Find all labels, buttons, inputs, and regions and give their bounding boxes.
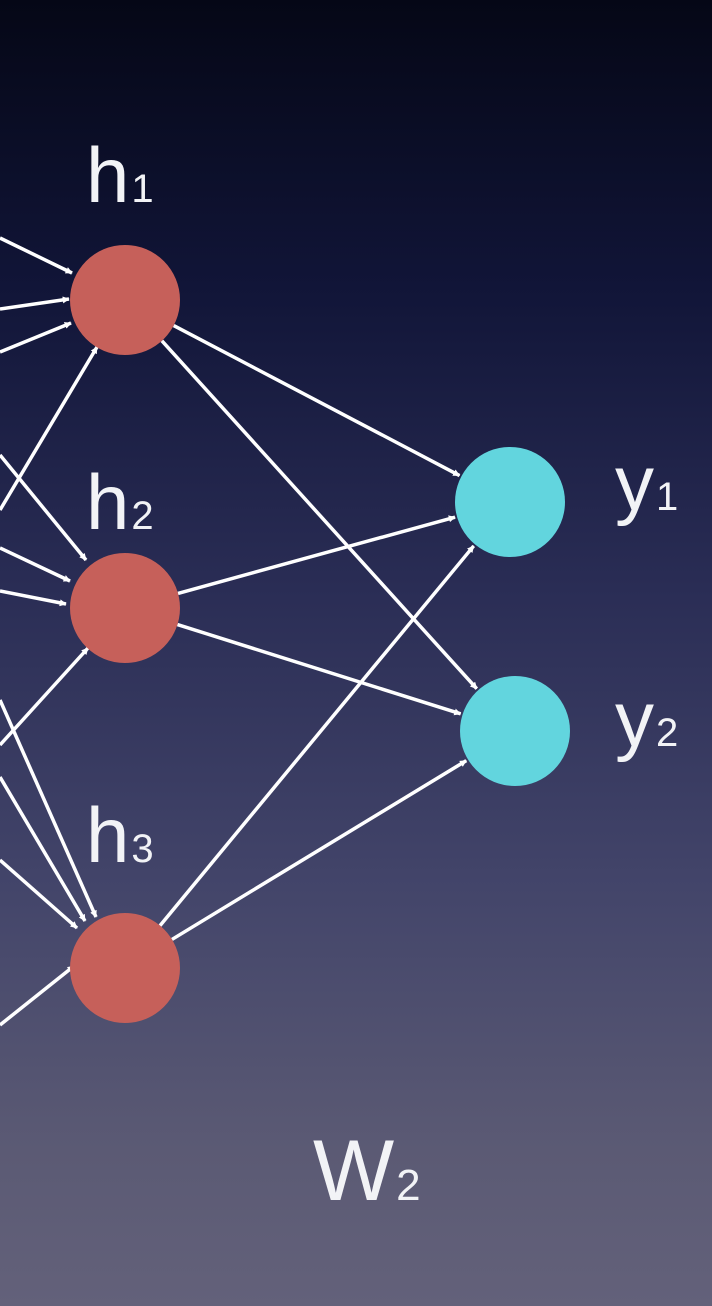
node-y2 <box>460 676 570 786</box>
edge-in-2-h1 <box>0 296 70 311</box>
nodes <box>70 245 570 1023</box>
weight-matrix-label: W2 <box>313 1128 421 1214</box>
label-y1-sub: 1 <box>656 475 679 519</box>
label-y2: y2 <box>615 680 679 758</box>
edge-h3-y1 <box>158 544 476 927</box>
weight-label-sub: 2 <box>396 1161 421 1210</box>
w2-edges <box>158 324 479 941</box>
edge-in-7-h2 <box>0 589 67 607</box>
edge-h1-y1 <box>172 324 461 478</box>
edge-in-9-h3 <box>0 699 98 918</box>
edge-h2-y2 <box>176 622 462 716</box>
edge-in-5-h2 <box>0 453 88 562</box>
label-h1: h1 <box>86 136 154 214</box>
edge-in-11-h3 <box>0 858 79 930</box>
label-h1-main: h <box>86 131 130 219</box>
label-h1-sub: 1 <box>131 167 154 211</box>
label-y2-sub: 2 <box>656 711 679 755</box>
node-h1 <box>70 245 180 355</box>
label-h3-main: h <box>86 791 130 879</box>
label-h2-main: h <box>86 458 130 546</box>
edge-h1-y2 <box>160 339 479 690</box>
edge-in-3-h1 <box>0 321 72 354</box>
label-h2: h2 <box>86 463 154 541</box>
label-y2-main: y <box>615 675 654 763</box>
label-h3-sub: 3 <box>131 827 154 871</box>
edge-h2-y1 <box>177 515 456 596</box>
edge-in-12-h3 <box>0 964 76 1027</box>
node-h3 <box>70 913 180 1023</box>
node-y1 <box>455 447 565 557</box>
edge-in-10-h3 <box>0 776 87 922</box>
node-h2 <box>70 553 180 663</box>
edge-in-4-h1 <box>0 346 99 511</box>
label-y1-main: y <box>615 439 654 527</box>
edge-in-1-h1 <box>0 236 73 275</box>
label-y1: y1 <box>615 444 679 522</box>
label-h2-sub: 2 <box>131 494 154 538</box>
incoming-edges <box>0 236 99 1027</box>
label-h3: h3 <box>86 796 154 874</box>
weight-label-main: W <box>313 1123 395 1219</box>
edge-in-6-h2 <box>0 546 71 583</box>
edge-h3-y2 <box>171 759 468 941</box>
